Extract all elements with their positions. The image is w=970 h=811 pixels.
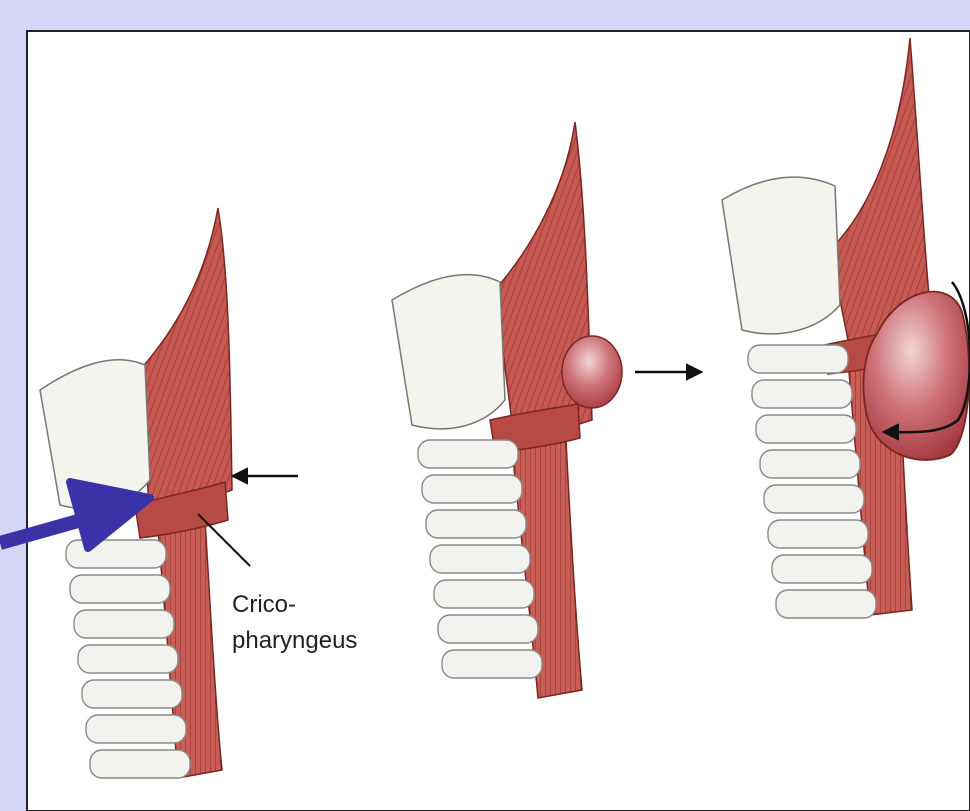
- larynx-cartilage: [392, 275, 505, 429]
- larynx-cartilage: [722, 177, 840, 334]
- small-pouch: [562, 336, 622, 408]
- label-crico: Crico-: [232, 591, 296, 618]
- label-pharyngeus: pharyngeus: [232, 627, 357, 654]
